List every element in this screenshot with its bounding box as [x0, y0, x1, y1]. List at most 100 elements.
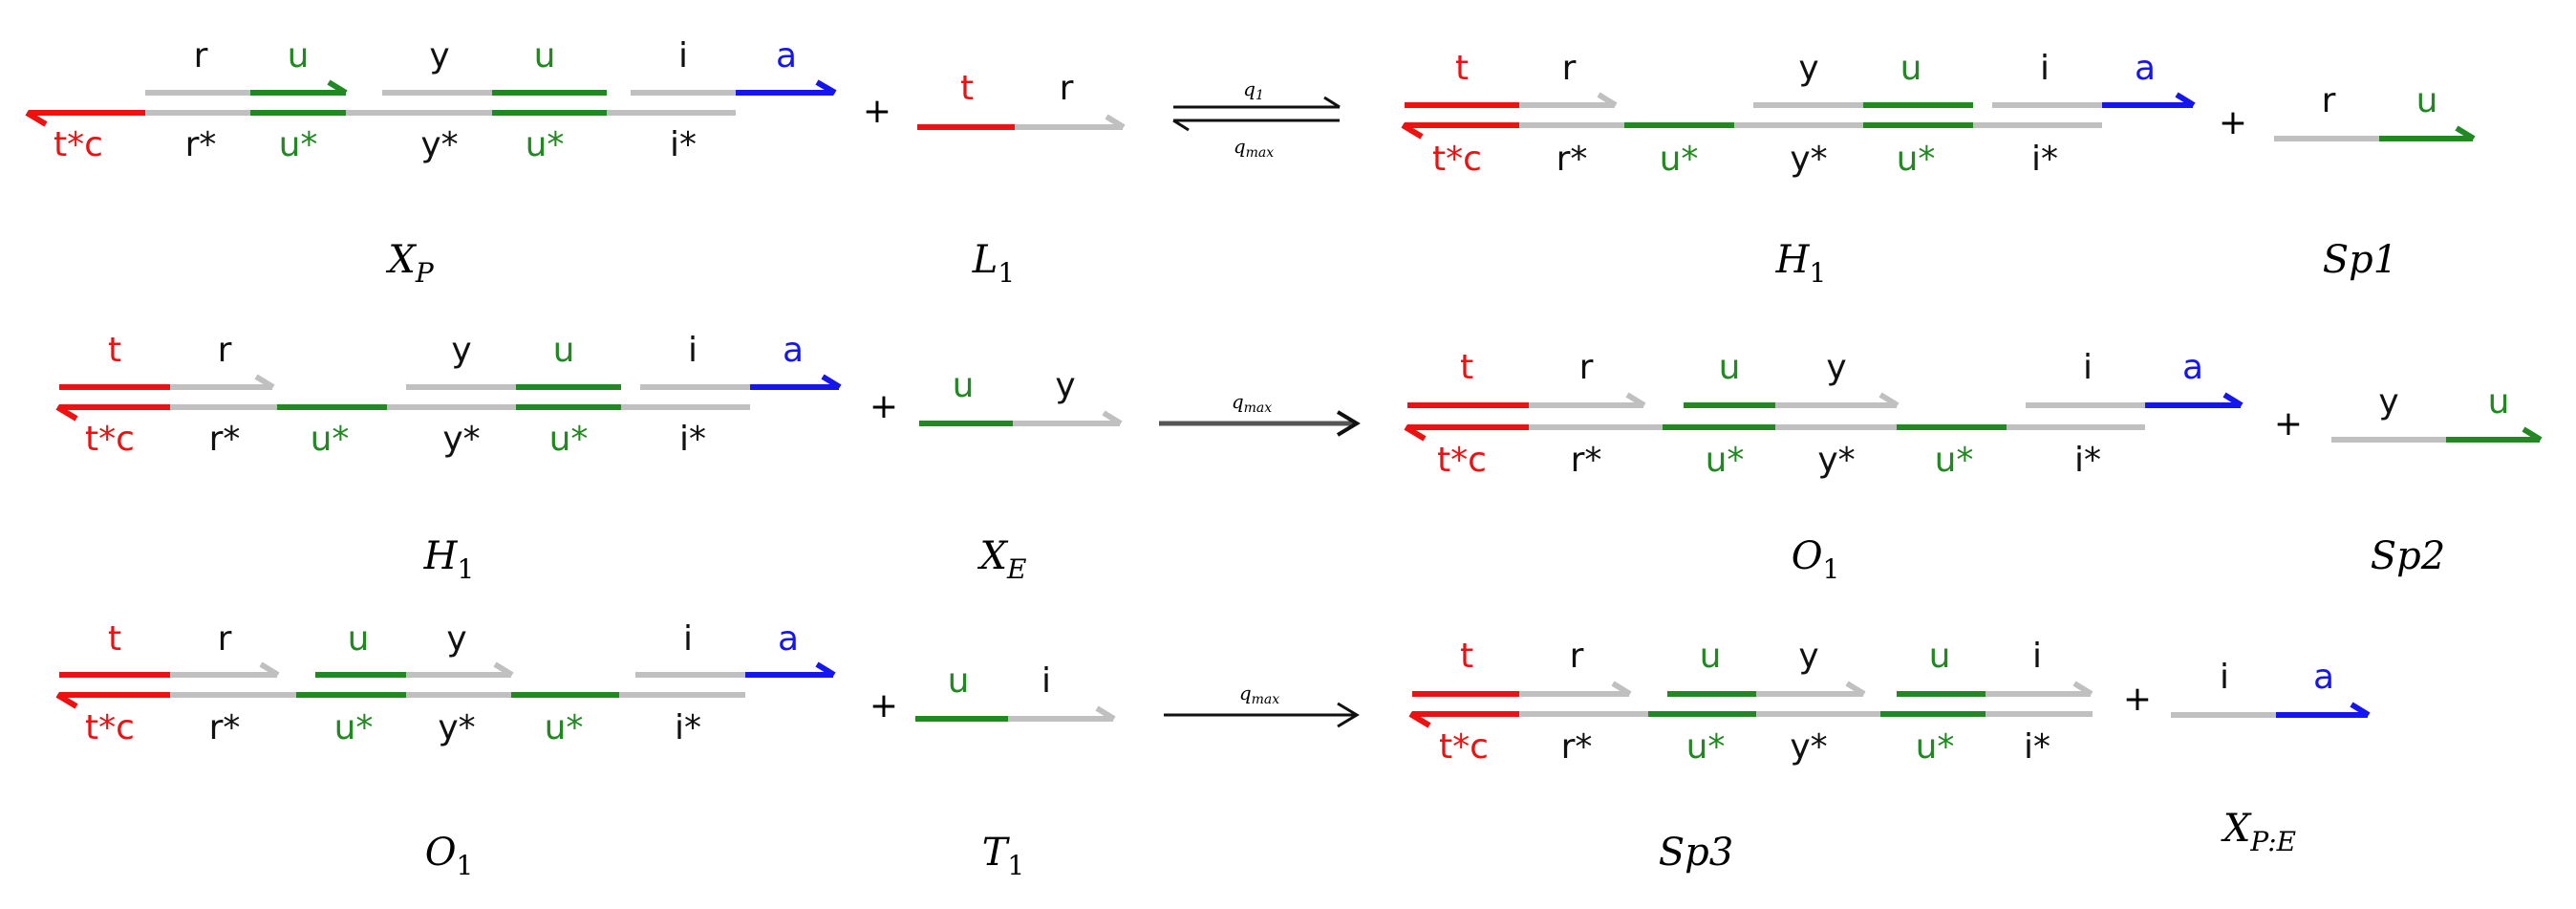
- arrowhead-tc: [1401, 122, 1424, 140]
- complex-sp3: t r u y u i t*c r* u* y* u* i* Sp3: [1408, 637, 2093, 875]
- domain-label-i: i: [2083, 348, 2093, 387]
- domain-label-tc: t*c: [85, 420, 135, 459]
- domain-label-us: u*: [1706, 441, 1745, 480]
- arrowhead-u: [2455, 125, 2476, 141]
- domain-label-a: a: [776, 36, 797, 76]
- strand-sp2: y u Sp2: [2331, 382, 2543, 578]
- domain-label-rs: r*: [185, 125, 217, 164]
- domain-label-rs: r*: [1556, 140, 1588, 179]
- domain-label-i: i: [1041, 661, 1051, 701]
- domain-label-a: a: [778, 619, 799, 659]
- domain-label-is: i*: [670, 125, 697, 164]
- reaction-2: t r y u i a t*c r* u* y* u* i* H1 + u y …: [55, 331, 2543, 585]
- domain-label-rs: r*: [1571, 441, 1602, 480]
- arrowhead-a: [2175, 92, 2196, 108]
- domain-label-us: u*: [1660, 140, 1699, 179]
- domain-label-t: t: [1455, 49, 1469, 88]
- arrowhead: [1336, 410, 1361, 437]
- domain-label-is: i*: [2031, 140, 2058, 179]
- species-name-l1: L1: [972, 238, 1015, 289]
- domain-label-u: u: [953, 366, 975, 405]
- domain-label-rs: r*: [1561, 727, 1593, 767]
- domain-label-ys: y*: [420, 125, 458, 164]
- species-name-sp3: Sp3: [1659, 831, 1733, 875]
- reaction-1: r u y u i a t*c r* u* y* u* i* XP + t r …: [25, 36, 2476, 289]
- complex-o1-reactant: t r u y i a t*c r* u* y* u* i* O1: [55, 619, 836, 881]
- plus-sign: +: [869, 686, 898, 725]
- domain-label-is: i*: [675, 708, 701, 747]
- domain-label-u: u: [1929, 637, 1951, 676]
- arrowhead-a: [2350, 702, 2371, 718]
- arrowhead-tc: [25, 110, 48, 127]
- arrowhead-y: [1878, 392, 1900, 408]
- plus-sign: +: [863, 92, 891, 131]
- domain-label-i: i: [2032, 637, 2042, 676]
- domain-label-y: y: [446, 619, 466, 659]
- domain-label-ys: y*: [1817, 441, 1855, 480]
- complex-h1-reactant: t r y u i a t*c r* u* y* u* i* H1: [55, 331, 842, 585]
- domain-label-y: y: [429, 36, 449, 76]
- strand-xpe: i a XP:E: [2171, 658, 2371, 857]
- arrowhead-i: [2072, 681, 2093, 697]
- domain-label-us: u*: [545, 708, 584, 747]
- species-name-h1: H1: [1775, 238, 1827, 289]
- domain-label-us: u*: [526, 125, 565, 164]
- domain-label-tc: t*c: [1432, 140, 1482, 179]
- domain-label-i: i: [688, 331, 698, 370]
- reversible-arrow: q1 qmax: [1172, 77, 1341, 161]
- domain-label-y: y: [1055, 366, 1075, 405]
- domain-label-is: i*: [679, 420, 706, 459]
- domain-label-r: r: [218, 619, 232, 659]
- domain-label-t: t: [108, 331, 121, 370]
- strand-sp1: r u Sp1: [2274, 81, 2476, 282]
- rate-max: qmax: [1232, 390, 1272, 416]
- domain-label-tc: t*c: [85, 708, 135, 747]
- domain-label-r: r: [1562, 49, 1577, 88]
- domain-label-y: y: [1798, 637, 1818, 676]
- domain-label-r: r: [1579, 348, 1594, 387]
- plus-sign: +: [2274, 404, 2303, 444]
- domain-label-u: u: [1719, 348, 1741, 387]
- species-name-xp: XP: [385, 238, 434, 289]
- domain-label-is: i*: [2074, 441, 2101, 480]
- domain-label-tc: t*c: [1437, 441, 1487, 480]
- domain-label-rs: r*: [209, 420, 241, 459]
- domain-label-t: t: [1460, 348, 1473, 387]
- domain-label-y: y: [1798, 49, 1818, 88]
- domain-label-is: i*: [2024, 727, 2050, 767]
- domain-label-ys: y*: [442, 420, 480, 459]
- domain-label-r: r: [1060, 69, 1074, 108]
- arrowhead-r: [1597, 92, 1618, 108]
- domain-label-r: r: [2322, 81, 2336, 120]
- domain-label-i: i: [2220, 658, 2229, 697]
- species-name-h1: H1: [423, 534, 475, 585]
- domain-label-a: a: [2135, 49, 2156, 88]
- plus-sign: +: [2123, 680, 2152, 719]
- domain-label-a: a: [2182, 348, 2203, 387]
- domain-label-u: u: [2416, 81, 2438, 120]
- rate-reverse: qmax: [1234, 135, 1274, 161]
- domain-label-u: u: [553, 331, 575, 370]
- arrowhead-a: [815, 79, 837, 96]
- domain-label-us: u*: [1935, 441, 1974, 480]
- domain-label-us: u*: [334, 708, 374, 747]
- domain-label-us: u*: [279, 125, 318, 164]
- arrowhead-r: [1105, 114, 1126, 130]
- domain-label-u: u: [348, 619, 370, 659]
- domain-label-u: u: [534, 36, 556, 76]
- strand-l1: t r L1: [917, 69, 1126, 289]
- plus-sign: +: [2219, 103, 2247, 142]
- domain-label-y: y: [451, 331, 471, 370]
- domain-label-u: u: [288, 36, 310, 76]
- complex-h1: t r y u i a t*c r* u* y* u* i* H1: [1401, 49, 2196, 289]
- arrowhead-y: [1845, 681, 1866, 697]
- domain-label-us: u*: [549, 420, 589, 459]
- domain-label-ys: y*: [1790, 140, 1827, 179]
- domain-label-ys: y*: [438, 708, 475, 747]
- arrowhead-r: [254, 374, 275, 390]
- strand-t1: u i T1: [915, 661, 1116, 881]
- domain-label-u: u: [1700, 637, 1722, 676]
- domain-label-tc: t*c: [1439, 727, 1489, 767]
- arrowhead-y: [1102, 410, 1123, 426]
